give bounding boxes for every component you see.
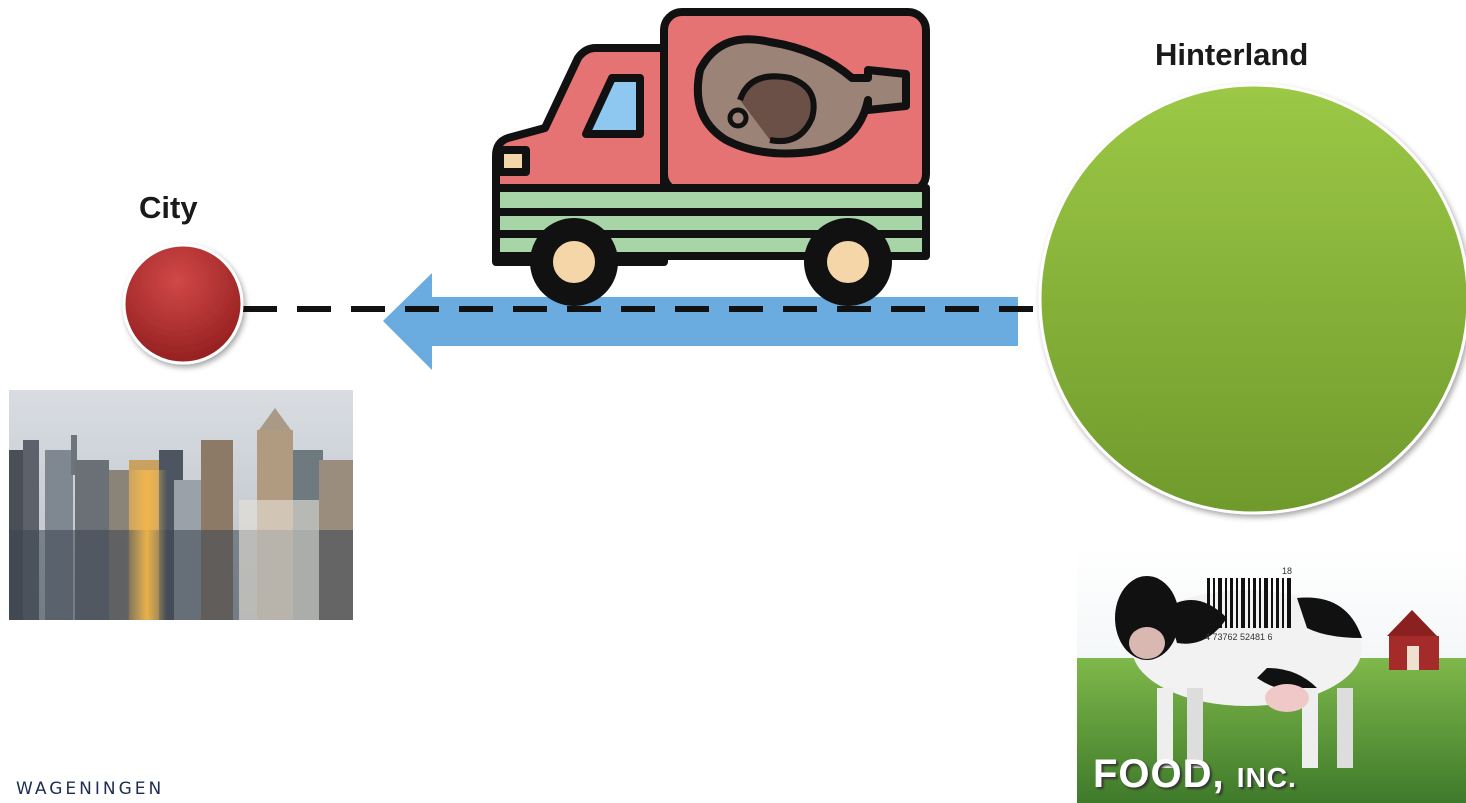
poster-title-main: FOOD, [1093,752,1225,796]
city-node [124,245,242,363]
meat-truck-icon [496,12,926,302]
poster-title: FOOD, INC. [1093,752,1297,797]
barcode-top: 18 [1282,566,1292,576]
barcode-digits: 4 73762 52481 6 [1205,632,1273,642]
flow-arrow [383,273,1018,370]
brand-logo-text: WAGENINGEN [16,779,164,799]
poster-title-small: INC. [1237,762,1297,793]
city-skyline-photo [9,390,353,620]
hinterland-node [1040,85,1466,513]
